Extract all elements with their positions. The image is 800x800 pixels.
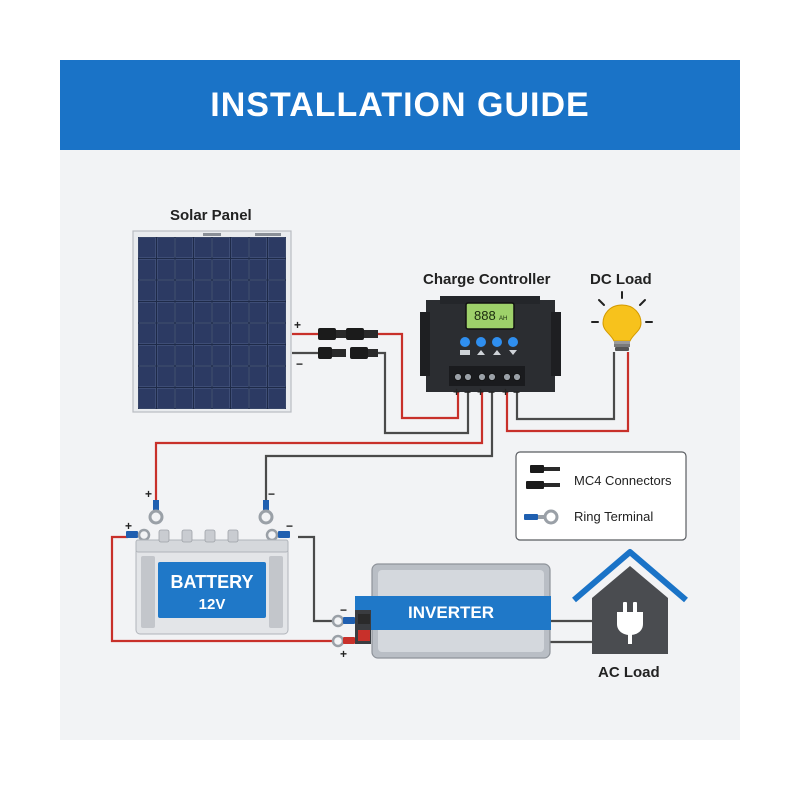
battery-inverter-negative-wire — [298, 535, 332, 623]
charge-controller-label: Charge Controller — [423, 271, 551, 288]
legend-ring-terminal-icon — [524, 509, 559, 525]
terminal-bat-plus: + — [477, 385, 484, 399]
ring-terminal-icon — [331, 614, 355, 628]
page-title: INSTALLATION GUIDE — [210, 85, 590, 124]
inverter-label: INVERTER — [408, 603, 494, 622]
controller-buttons — [460, 337, 518, 355]
ring-terminal-icon — [331, 634, 355, 648]
battery-post-plus: + — [125, 519, 132, 533]
controller-lcd — [465, 302, 515, 330]
light-bulb-icon — [591, 291, 653, 351]
pv-negative-wire — [378, 351, 470, 435]
pv-positive-wire — [378, 332, 460, 420]
dc-load-label: DC Load — [590, 271, 652, 288]
terminal-pv-minus: − — [464, 385, 471, 399]
battery-feed-plus: + — [145, 487, 152, 501]
controller-terminals — [454, 373, 521, 381]
battery: BATTERY 12V — [135, 529, 289, 635]
charge-controller: 888 AH + − + − + − — [420, 296, 561, 399]
inverter-minus: − — [340, 603, 347, 617]
controller-lcd-digits: 888 — [474, 308, 496, 323]
terminal-load-minus: − — [513, 385, 520, 399]
load-negative-wire — [515, 352, 616, 421]
power-plug-icon — [617, 602, 643, 644]
terminal-load-plus: + — [502, 385, 509, 399]
controller-button-4 — [508, 337, 518, 347]
controller-lcd-unit: AH — [499, 316, 507, 322]
legend-mc4-connector-icon — [526, 465, 560, 489]
house-icon — [572, 549, 688, 654]
battery-label-panel — [158, 562, 266, 618]
legend-ring-label: Ring Terminal — [574, 509, 653, 524]
panel-plus-sign: + — [294, 318, 301, 332]
solar-panel-label: Solar Panel — [170, 207, 252, 224]
load-positive-wire — [505, 352, 630, 433]
battery-positive-wire — [154, 384, 484, 500]
inverter: INVERTER — [355, 563, 551, 659]
battery-inverter-positive-wire — [110, 535, 332, 643]
wires — [110, 332, 630, 644]
controller-button-3 — [492, 337, 502, 347]
terminal-bat-minus: − — [488, 385, 495, 399]
legend: MC4 Connectors Ring Terminal — [515, 451, 687, 541]
header-banner: INSTALLATION GUIDE — [60, 60, 740, 150]
battery-negative-wire — [264, 384, 494, 500]
battery-post-minus: − — [286, 519, 293, 533]
inverter-plus: + — [340, 647, 347, 661]
terminal-pv-plus: + — [453, 385, 460, 399]
battery-label: BATTERY — [171, 572, 254, 592]
battery-voltage: 12V — [199, 596, 226, 613]
panel-minus-sign: − — [296, 357, 303, 371]
solar-panel — [132, 230, 292, 413]
ring-terminal-icon — [148, 500, 164, 525]
controller-button-2 — [476, 337, 486, 347]
mc4-connector-icon — [318, 328, 378, 359]
legend-mc4-label: MC4 Connectors — [574, 473, 672, 488]
controller-button-1 — [460, 337, 470, 347]
ring-terminal-icon — [258, 500, 274, 525]
battery-feed-minus: − — [268, 487, 275, 501]
ac-load-label: AC Load — [598, 664, 660, 681]
